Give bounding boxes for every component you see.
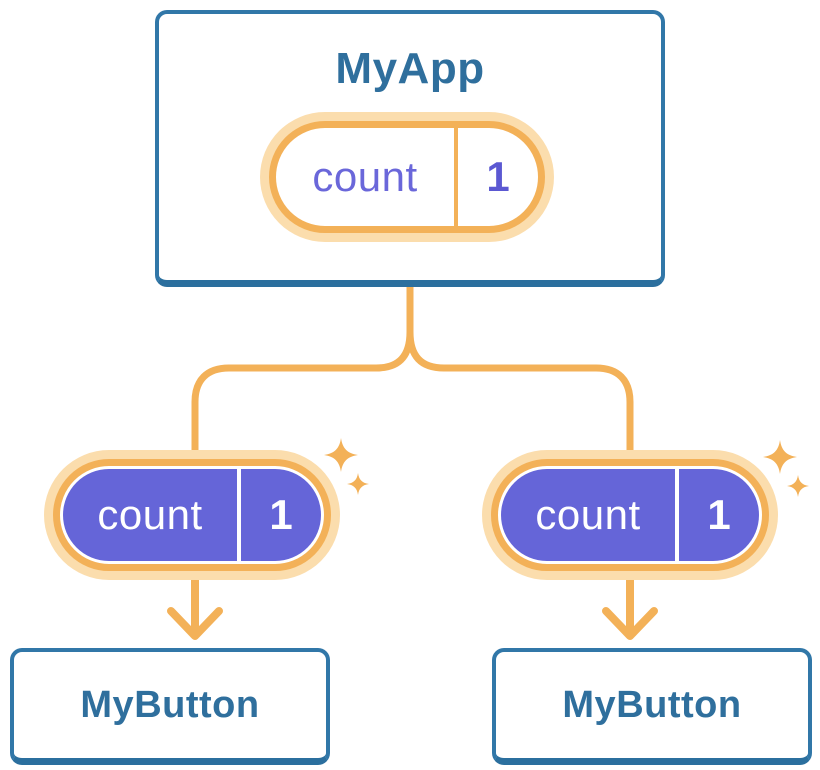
sparkle-left-small bbox=[347, 473, 369, 495]
state-value-label: 1 bbox=[454, 128, 538, 226]
state-pill-right-child: count 1 bbox=[482, 450, 778, 580]
state-value-label: 1 bbox=[675, 469, 759, 561]
sparkle-left-large bbox=[324, 438, 358, 472]
component-title: MyButton bbox=[562, 683, 742, 726]
component-card-mybutton-left: MyButton bbox=[10, 648, 330, 765]
state-pill-body: count 1 bbox=[501, 469, 759, 561]
state-value-label: 1 bbox=[237, 469, 321, 561]
state-pill-body: count 1 bbox=[63, 469, 321, 561]
component-card-mybutton-right: MyButton bbox=[492, 648, 812, 765]
arrow-left-head bbox=[167, 607, 223, 640]
component-title: MyButton bbox=[80, 683, 260, 726]
connector-right-branch bbox=[406, 279, 634, 456]
sparkle-right-small bbox=[787, 475, 809, 497]
arrow-down-icon bbox=[167, 572, 658, 640]
state-name-label: count bbox=[312, 153, 418, 200]
connector-left-branch bbox=[191, 279, 414, 456]
state-pill-ring: count 1 bbox=[491, 459, 769, 571]
state-pill-left-child: count 1 bbox=[44, 450, 340, 580]
component-title: MyApp bbox=[335, 44, 485, 93]
sparkle-right-large bbox=[763, 440, 797, 474]
state-pill-root: count 1 bbox=[260, 112, 554, 242]
tree-connector bbox=[191, 279, 634, 456]
arrow-right-head bbox=[602, 607, 658, 640]
state-name-label: count bbox=[535, 491, 641, 538]
state-pill-ring: count 1 bbox=[269, 121, 545, 233]
state-name-label: count bbox=[97, 491, 203, 538]
state-pill-ring: count 1 bbox=[53, 459, 331, 571]
